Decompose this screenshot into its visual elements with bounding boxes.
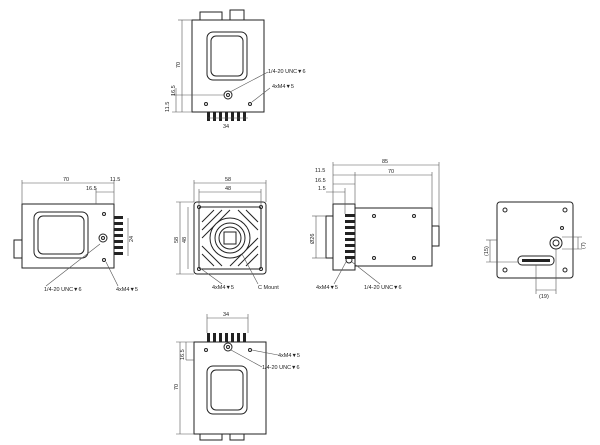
side-view-rear-connector [431,225,440,247]
rear-view-gpio-dim: (7) [581,242,587,249]
side-view-body-length-dim: 70 [388,169,394,175]
left-view-tripod-hole-center [101,236,105,240]
front-view-sensor [223,231,237,245]
front-view-fins [201,209,259,267]
front-view-hole-spacing-dim-v: 48 [182,237,188,243]
side-view-tripod-callout: 1/4-20 UNC▼6 [364,285,402,291]
side-view-mount-dim: 1.5 [318,186,326,192]
bottom-view-hole-callout: 4xM4▼5 [278,353,300,359]
bottom-view-window [206,365,248,415]
top-view-width-dim: 34 [223,124,229,130]
left-view-sensor-window-inner [37,215,85,255]
bottom-view-offset-dim: 16.5 [180,349,186,360]
top-view-offset-dim: 16.5 [171,85,177,96]
top-view-sensor-window-inner [210,35,244,77]
rear-view: (15) (19) (7) [484,201,587,300]
left-view-offset-dim-2: 16.5 [86,186,97,192]
side-view-body [354,207,433,267]
front-view-hole-spacing-dim: 48 [225,186,231,192]
top-view-hole-callout: 4xM4▼5 [272,84,294,90]
front-view-c-mount-thread [214,222,246,254]
side-view-mount-hole [412,214,416,218]
side-view-tripod-hole [345,256,353,264]
rear-view-mount-hole [502,207,508,213]
side-view-diameter-dim: Ø26 [310,234,316,244]
front-view-height-dim: 58 [174,237,180,243]
top-view-offset-dim-2: 11.5 [165,102,171,112]
front-view-hole-callout: 4xM4▼5 [212,285,234,291]
bottom-view-connector [229,433,245,441]
rear-view-mount-hole [562,207,568,213]
side-view-offset-dim-2: 16.5 [315,178,326,184]
side-view-mount-hole [372,214,376,218]
top-view-connector [199,11,223,21]
top-view-tripod-hole-center [226,93,230,97]
bottom-view-mount-hole [204,348,208,352]
left-view-length-dim: 70 [63,177,69,183]
left-view-fin-dim: 24 [129,236,135,242]
side-view-total-length-dim: 85 [382,159,388,165]
top-view-sensor-window [206,31,248,81]
front-view-face [198,206,262,270]
front-view-width-dim: 58 [225,177,231,183]
top-view-tripod-callout: 1/4-20 UNC▼6 [268,69,306,75]
side-view-offset-dim: 11.5 [315,168,325,174]
side-view-mount-hole [412,256,416,260]
rear-view-mount-hole [502,267,508,273]
bottom-view-tripod-hole-center [226,345,230,349]
bottom-view-window-inner [210,369,244,411]
bottom-view-height-dim: 70 [174,384,180,390]
left-view-connector [13,239,23,259]
side-view: 85 11.5 16.5 1.5 70 Ø26 4xM4▼5 1/4-20 UN… [310,159,440,291]
top-view-height-dim: 70 [176,62,182,68]
rear-view-led [560,226,564,230]
bottom-view-width-dim: 34 [223,312,229,318]
left-view-mount-hole [102,258,106,262]
front-view: 58 48 58 48 4xM4▼5 C Mount [174,177,279,291]
bottom-view-fins [207,333,246,342]
top-view-body [191,19,265,113]
bottom-view-mount-hole [248,348,252,352]
top-view-mount-hole [204,102,208,106]
front-view-mount-hole [197,267,201,271]
left-view-tripod-hole [98,233,108,243]
rear-view-usb-height-dim: (15) [484,246,490,256]
left-view-mount-hole [102,212,106,216]
side-view-lens-mount [325,215,334,259]
front-view-mount-hole [259,267,263,271]
rear-view-gpio-connector-inner [552,239,560,247]
rear-view-mount-hole [562,267,568,273]
front-view-mount-callout: C Mount [258,285,279,291]
bottom-view-tripod-hole [223,342,233,352]
left-view-fins [114,216,123,255]
rear-view-gpio-connector [549,236,563,250]
top-view-fins [207,112,246,121]
left-view-tripod-callout: 1/4-20 UNC▼6 [44,287,82,293]
left-view-offset-dim: 11.5 [110,177,120,183]
top-view-connector [229,9,245,21]
front-view-lens-bore [218,226,242,250]
bottom-view-tripod-callout: 1/4-20 UNC▼6 [262,365,300,371]
front-view-c-mount-ring [209,217,251,259]
top-view-mount-hole [248,102,252,106]
rear-view-usb-connector-slot [522,259,550,262]
bottom-view-connector [199,433,223,441]
left-view-sensor-window [33,211,89,259]
left-view: 70 11.5 16.5 24 1/4-20 UNC▼6 4xM4▼5 [13,177,138,293]
side-view-hole-callout: 4xM4▼5 [316,285,338,291]
side-view-mount-hole [372,256,376,260]
left-view-hole-callout: 4xM4▼5 [116,287,138,293]
bottom-view: 34 16.5 70 4xM4▼5 1/4-20 UNC▼6 [174,312,300,441]
top-view: 70 16.5 11.5 34 1/4-20 UNC▼6 4xM4▼5 [165,9,306,130]
bottom-view-body [193,341,267,435]
rear-view-usb-offset-dim: (19) [539,294,549,300]
